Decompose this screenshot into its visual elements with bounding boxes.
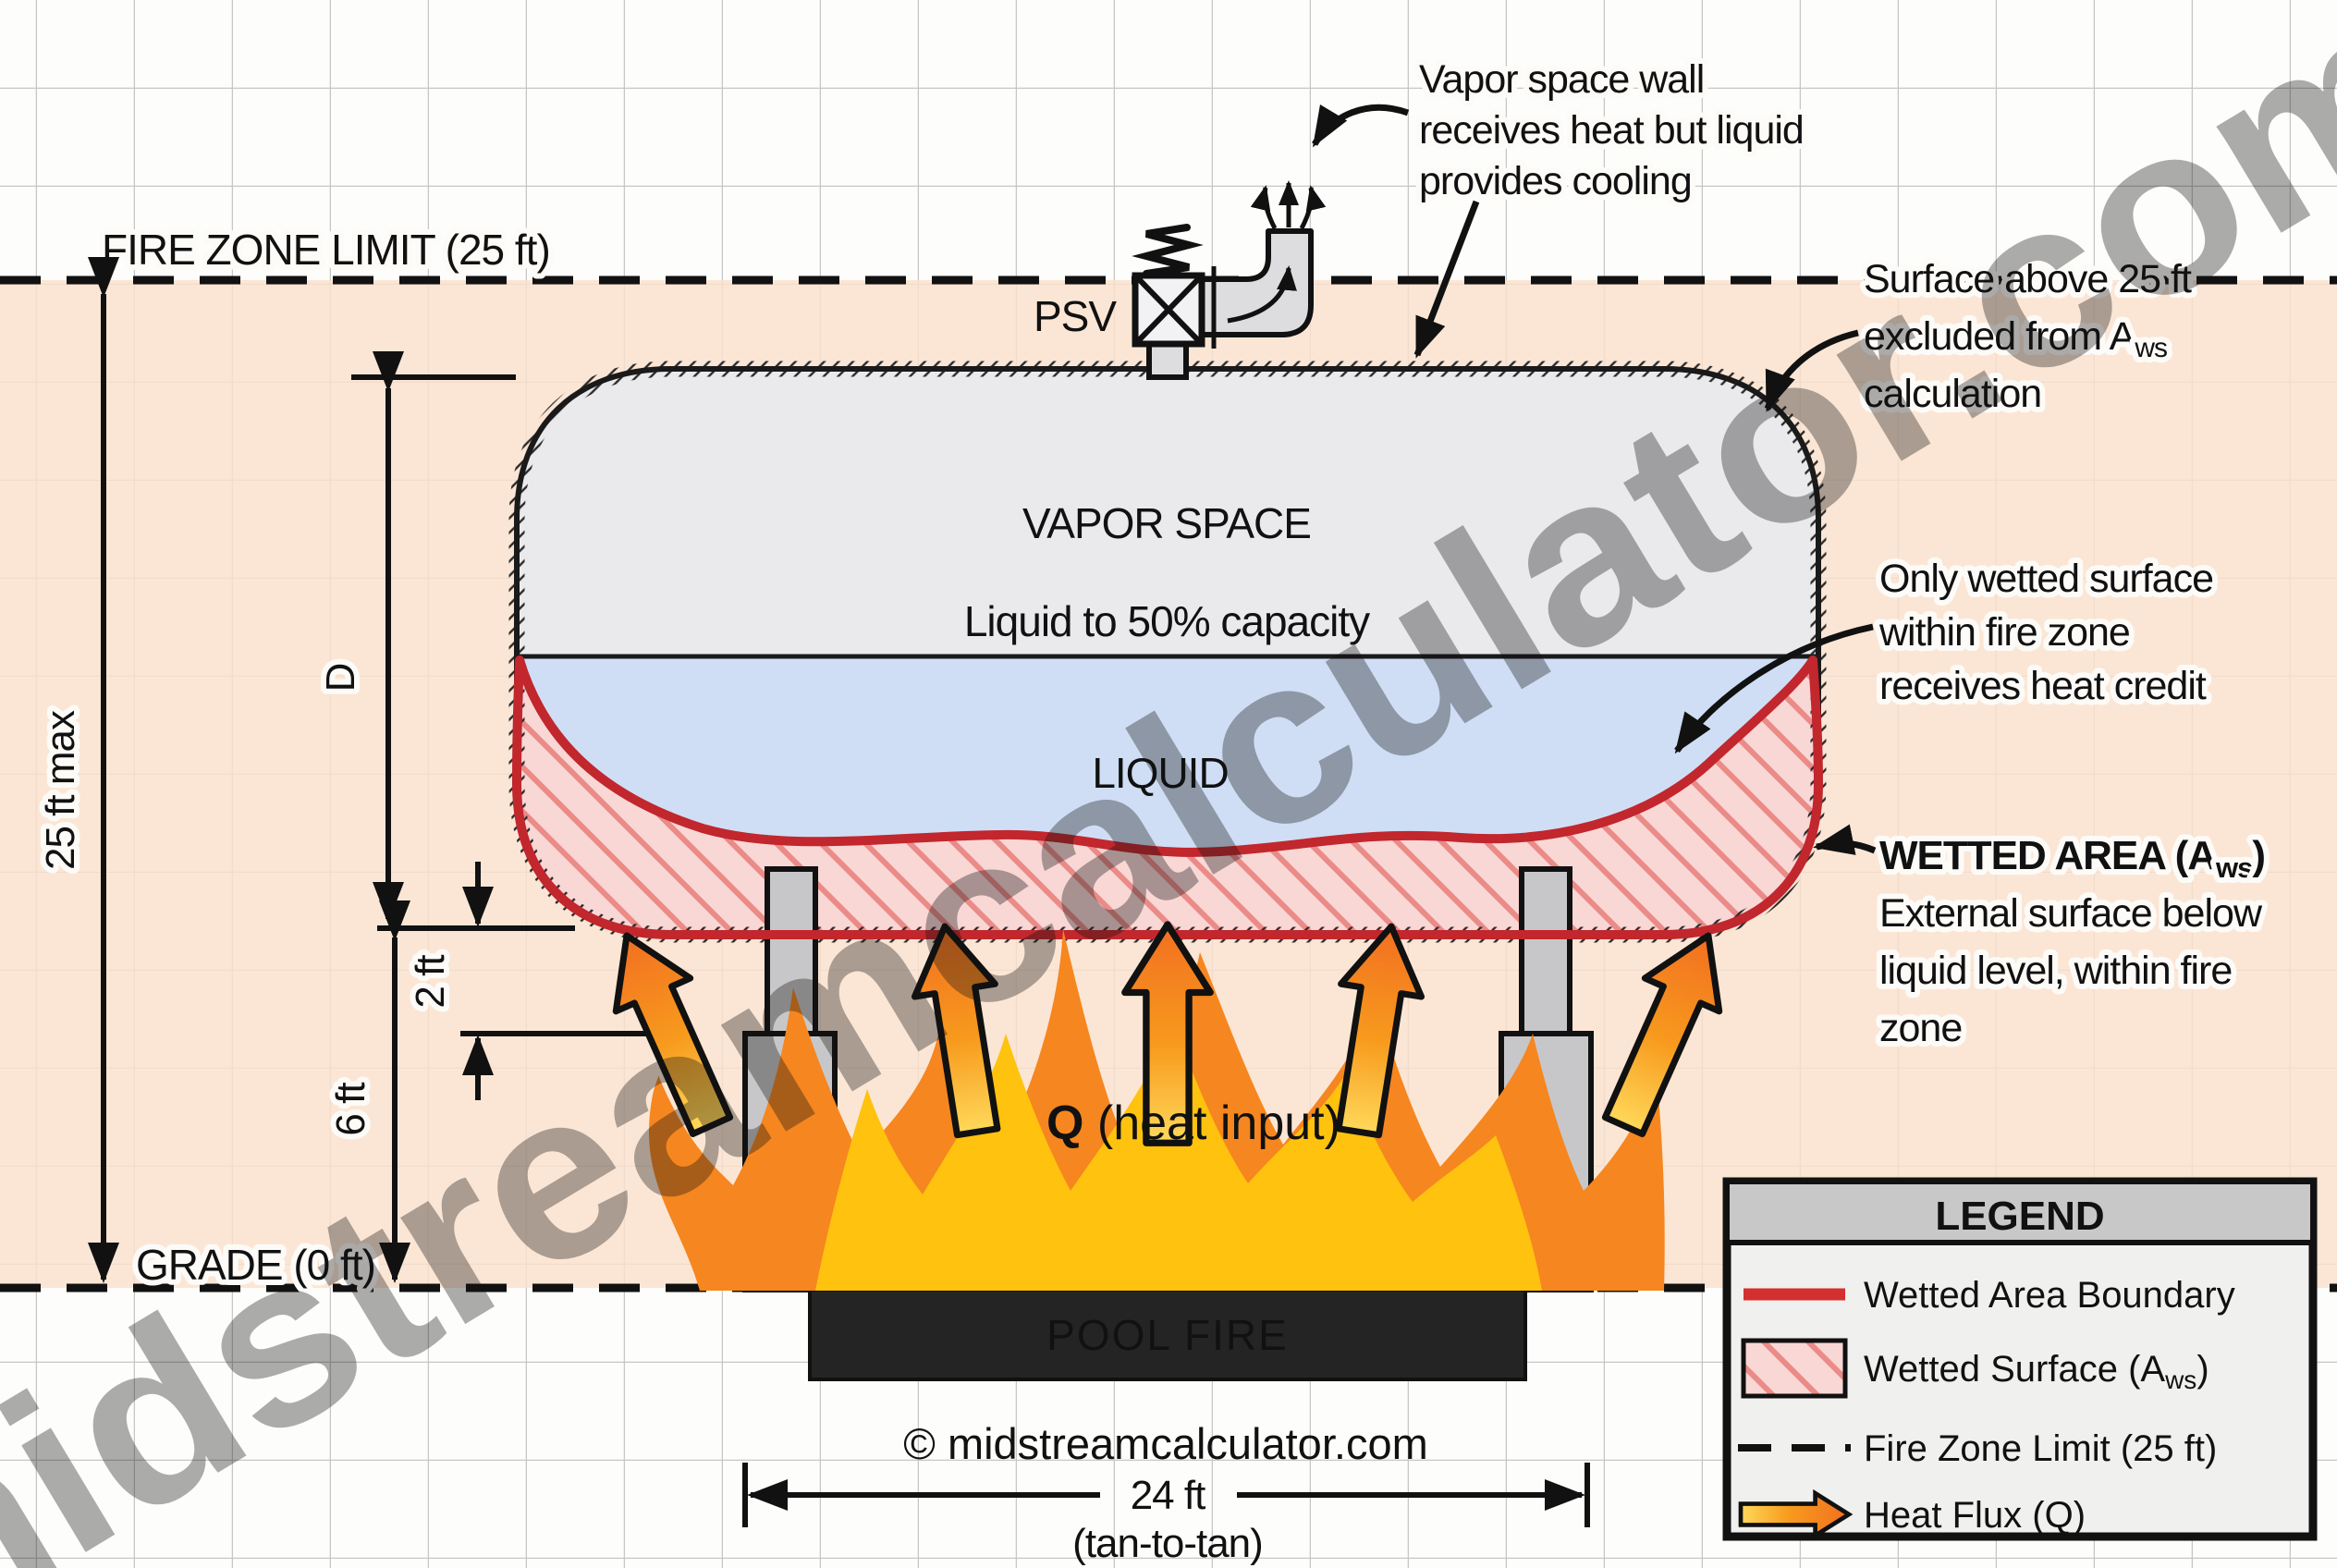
legend-header: [1724, 1179, 2316, 1245]
psv-discharge-pipe: [1199, 228, 1314, 337]
dimension-D-label: D: [318, 664, 363, 692]
svg-text:Surface above 25 ft: Surface above 25 ft: [1864, 257, 2192, 301]
heat-input-label: Q (heat input): [1046, 1096, 1340, 1150]
legend-label-fire-zone: Fire Zone Limit (25 ft): [1864, 1428, 2217, 1469]
dimension-24ft: [742, 1463, 1590, 1527]
legend-title: LEGEND: [1935, 1194, 2104, 1239]
vapor-space-label: VAPOR SPACE: [1022, 499, 1311, 547]
legend-swatch-wetted-surface-hatch: [1741, 1338, 1848, 1399]
vapor-wall-arrow-to-psv: [1311, 104, 1410, 148]
psv-nozzle: [1146, 339, 1189, 380]
annotation-surface-excluded: Surface above 25 ft excluded from Aws ca…: [1764, 251, 2198, 422]
svg-text:External surface below: External surface below: [1879, 891, 2263, 936]
legend-label-wetted-boundary: Wetted Area Boundary: [1864, 1275, 2235, 1316]
dimension-24ft-sub-label: (tan-to-tan): [1072, 1521, 1263, 1566]
pool-fire-label: POOL FIRE: [1046, 1311, 1289, 1359]
svg-text:excluded from Aws: excluded from Aws: [1864, 314, 2167, 363]
svg-text:within fire zone: within fire zone: [1878, 610, 2130, 655]
grade-label: GRADE (0 ft): [136, 1241, 375, 1289]
flame-base-tongue: [980, 1219, 1414, 1291]
svg-text:Vapor space wall: Vapor space wall: [1419, 57, 1704, 102]
svg-text:calculation: calculation: [1864, 372, 2041, 416]
liquid-capacity-label: Liquid to 50% capacity: [964, 597, 1370, 645]
svg-text:liquid level, within fire: liquid level, within fire: [1879, 949, 2232, 993]
fire-zone-limit-label: FIRE ZONE LIMIT (25 ft): [102, 226, 550, 274]
wetted-area-boundary: [512, 655, 1823, 939]
dimension-6ft-label: 6 ft: [328, 1083, 373, 1136]
annotation-vapor-wall: Vapor space wall receives heat but liqui…: [1311, 52, 1810, 359]
flame-inner: [815, 1020, 1542, 1291]
dimension-25ft-label: 25 ft max: [38, 710, 83, 870]
dimension-2ft: [460, 862, 666, 1100]
liquid-label: LIQUID: [1092, 749, 1228, 797]
svg-text:Only wetted surface: Only wetted surface: [1879, 557, 2213, 601]
vapor-wall-arrow-to-shell: [1413, 200, 1480, 359]
dimension-24ft-label: 24 ft: [1131, 1473, 1205, 1518]
annotation-wetted-area: WETTED AREA (Aws) External surface below…: [1813, 824, 2271, 1056]
psv-label: PSV: [1034, 292, 1117, 340]
psv-valve-cross: [1135, 276, 1202, 344]
svg-text:receives heat credit: receives heat credit: [1879, 664, 2207, 708]
svg-text:zone: zone: [1879, 1006, 1962, 1050]
svg-text:provides cooling: provides cooling: [1419, 159, 1692, 203]
svg-text:receives heat but liquid: receives heat but liquid: [1419, 108, 1804, 153]
surface-excluded-arrow: [1764, 329, 1859, 412]
psv-assembly: [1132, 180, 1327, 380]
psv-spring: [1132, 224, 1204, 277]
psv-elbow-flow-arrow: [1227, 265, 1297, 324]
tank-liquid-fill: [520, 658, 1813, 852]
legend-label-heat-flux: Heat Flux (Q): [1864, 1495, 2086, 1536]
copyright-text: © midstreamcalculator.com: [903, 1419, 1427, 1468]
tank: [508, 361, 1827, 943]
wetted-area-hatch: [517, 660, 1818, 935]
legend-label-wetted-surface: Wetted Surface (Aws): [1864, 1349, 2209, 1394]
dimension-2ft-label: 2 ft: [408, 955, 453, 1009]
svg-text:WETTED AREA (Aws): WETTED AREA (Aws): [1879, 833, 2265, 884]
annotation-heat-credit: Only wetted surface within fire zone rec…: [1674, 551, 2220, 754]
heat-credit-arrow: [1674, 623, 1874, 754]
right-support-neck: [1519, 866, 1572, 1038]
psv-vent-arrows: [1250, 180, 1327, 230]
pool-fire-bar: [808, 1288, 1527, 1381]
wetted-area-arrow: [1813, 824, 1877, 855]
legend: LEGEND Wetted Area Boundary Wetted Surfa…: [1722, 1177, 2318, 1541]
